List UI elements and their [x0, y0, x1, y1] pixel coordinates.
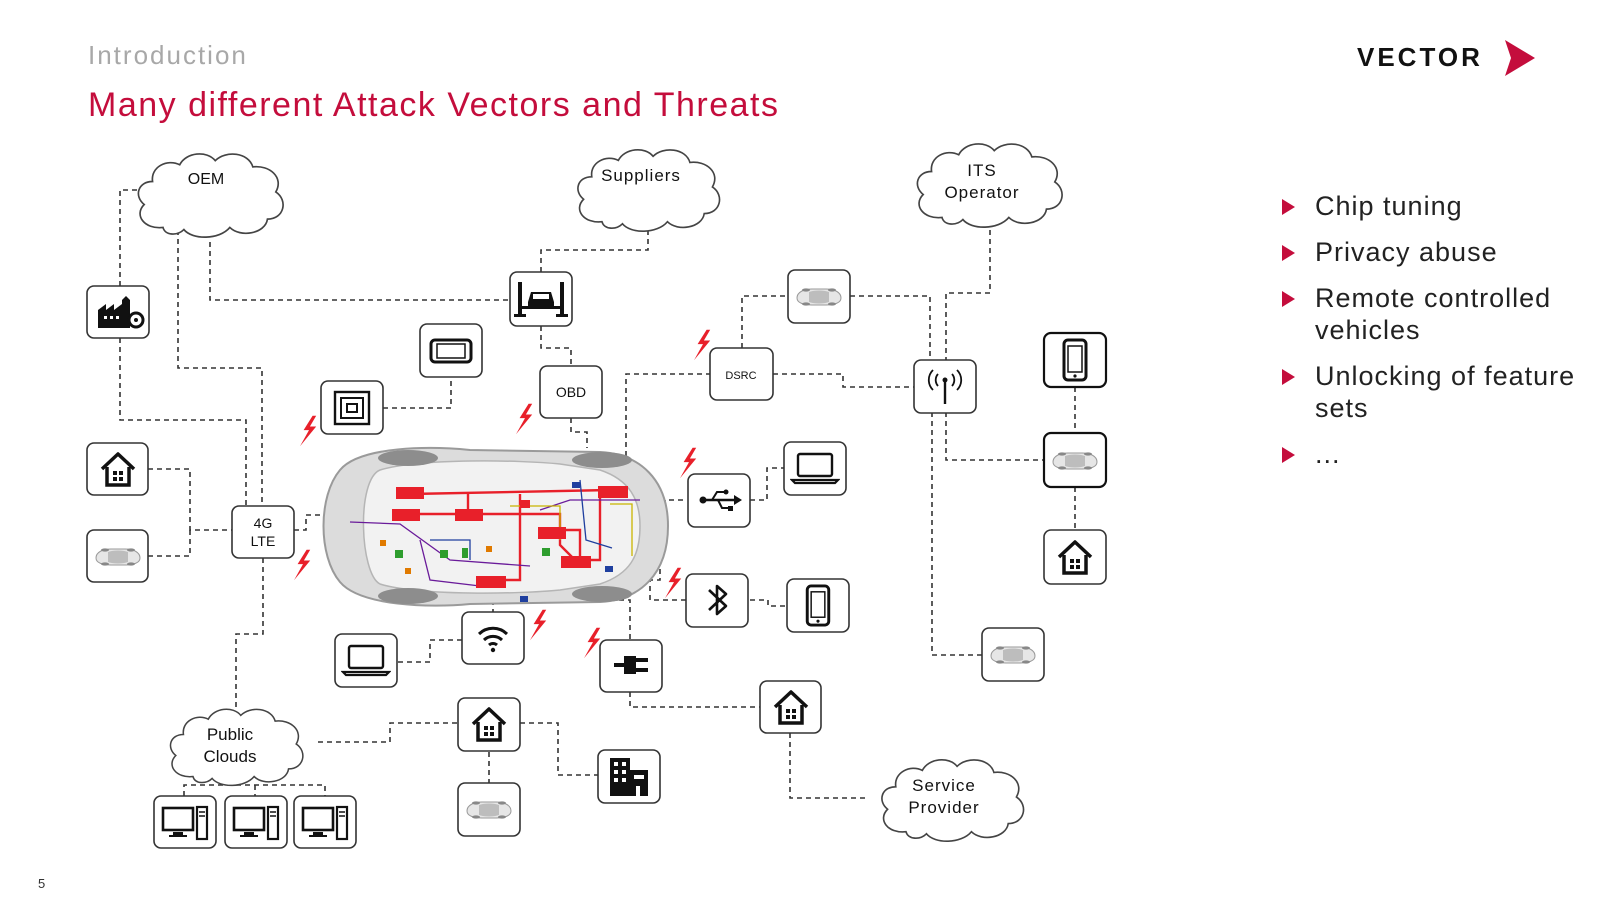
lightning-icon [665, 567, 682, 599]
laptop-icon [334, 633, 398, 688]
house-icon [86, 442, 149, 496]
antenna-icon [913, 359, 977, 414]
lightning-icon [300, 415, 317, 447]
cloud-its-label-1: ITS [967, 161, 996, 180]
cloud-public-label-1: Public [207, 725, 254, 744]
house-icon [759, 680, 822, 734]
bullet-triangle-icon [1282, 369, 1295, 385]
bullet-triangle-icon [1282, 245, 1295, 261]
car-icon [981, 627, 1045, 682]
laptop-icon [783, 441, 847, 496]
smartphone-icon [786, 578, 850, 633]
wifi-icon [461, 611, 525, 665]
nfc-chip-icon [320, 380, 384, 435]
office-building-icon [597, 749, 661, 804]
car-lift-icon [509, 271, 573, 327]
lte-node: 4G LTE [231, 505, 295, 559]
cloud-service-label-1: Service [912, 776, 976, 795]
svg-text:VECTOR: VECTOR [1357, 42, 1483, 72]
section-label: Introduction [88, 40, 248, 70]
usb-icon [687, 473, 751, 528]
lightning-icon [294, 549, 311, 581]
lightning-icon [530, 609, 547, 641]
list-item: Privacy abuse [1280, 236, 1580, 268]
dsrc-node: DSRC [709, 347, 774, 401]
cloud-public-label-2: Clouds [204, 747, 257, 766]
lte-label-2: LTE [251, 533, 276, 549]
cloud-service-label-2: Provider [908, 798, 979, 817]
tablet-icon [419, 323, 483, 378]
dsrc-label: DSRC [725, 370, 756, 382]
list-item: Remote controlled vehicles [1280, 282, 1580, 346]
threat-list: Chip tuning Privacy abuse Remote control… [1280, 190, 1580, 484]
car-icon [787, 269, 851, 324]
cloud-suppliers-label: Suppliers [601, 166, 681, 185]
vehicle-network-image [322, 447, 670, 607]
page-number: 5 [38, 876, 46, 891]
bluetooth-icon [685, 573, 749, 628]
bullet-triangle-icon [1282, 199, 1295, 215]
lightning-icon [584, 627, 601, 659]
cloud-its-label-2: Operator [944, 183, 1019, 202]
lte-label-1: 4G [254, 515, 273, 531]
obd-label: OBD [556, 384, 586, 400]
vector-logo: VECTOR [1357, 40, 1535, 76]
lightning-icon [516, 403, 533, 435]
smartphone-icon [1042, 331, 1108, 389]
car-icon [457, 782, 521, 837]
desktop-computer-icon [224, 795, 288, 849]
page-title: Many different Attack Vectors and Threat… [88, 86, 780, 124]
desktop-computer-icon [293, 795, 357, 849]
bullet-triangle-icon [1282, 291, 1295, 307]
desktop-computer-icon [153, 795, 217, 849]
bullet-triangle-icon [1282, 447, 1295, 463]
cloud-oem-label: OEM [188, 171, 224, 188]
house-icon [457, 697, 521, 752]
list-item: Chip tuning [1280, 190, 1580, 222]
factory-icon [86, 285, 150, 339]
power-plug-icon [599, 639, 663, 693]
car-icon [1042, 431, 1108, 489]
car-icon [86, 529, 149, 583]
obd-node: OBD [539, 365, 603, 419]
list-item: Unlocking of feature sets [1280, 360, 1580, 424]
list-item: ... [1280, 438, 1580, 470]
house-icon [1043, 529, 1107, 585]
lightning-icon [694, 329, 711, 361]
